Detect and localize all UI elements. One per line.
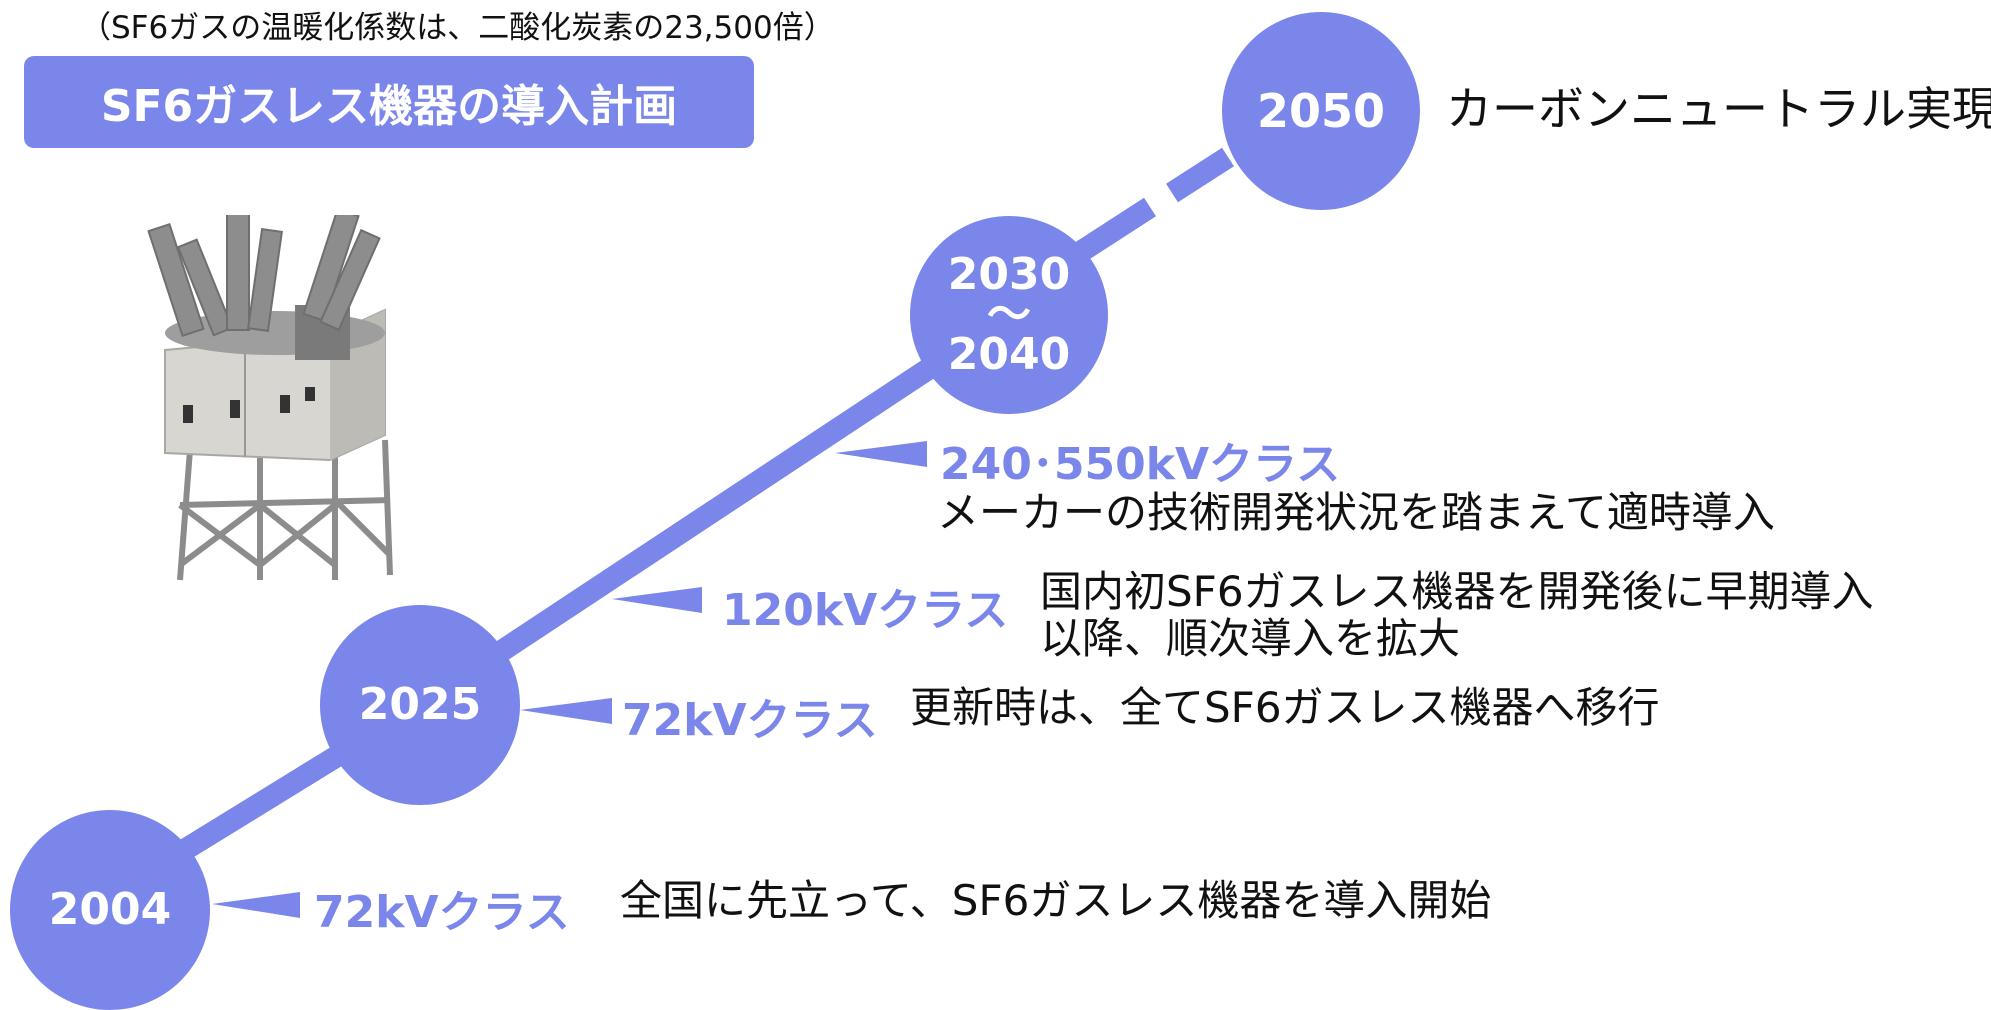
timeline-line-2025-2030: [413, 305, 1017, 715]
milestone-year-end: 2040: [947, 328, 1071, 380]
description-line: 以降、順次導入を拡大: [1040, 614, 1461, 664]
description-line: 更新時は、全てSF6ガスレス機器へ移行: [910, 683, 1660, 732]
milestone-year-start: 2030: [947, 249, 1071, 301]
pointer-2025: [520, 698, 612, 724]
milestone-year: 2050: [1256, 84, 1386, 138]
pointer-2004: [212, 892, 300, 918]
milestone-2030-2040: 2030 〜 2040: [910, 216, 1108, 414]
page-title: SF6ガスレス機器の導入計画: [24, 56, 754, 148]
description-line: メーカーの技術開発状況を踏まえて適時導入: [937, 488, 1775, 537]
description-120kv: 国内初SF6ガスレス機器を開発後に早期導入 以降、順次導入を拡大: [1040, 568, 1874, 662]
milestone-2004: 2004: [10, 810, 210, 1010]
milestone-year: 2025: [358, 679, 482, 730]
description-line: 全国に先立って、SF6ガスレス機器を導入開始: [620, 876, 1492, 925]
description-line: 国内初SF6ガスレス機器を開発後に早期導入: [1040, 567, 1874, 616]
class-label-120kv: 120kVクラス: [722, 585, 1009, 636]
pointer-120kv: [612, 587, 702, 613]
milestone-year: 2004: [48, 884, 172, 935]
pointer-240kv: [835, 441, 927, 467]
warming-factor-note: （SF6ガスの温暖化係数は、二酸化炭素の23,500倍）: [80, 10, 835, 46]
class-label-240-550kv: 240･550kVクラス: [940, 439, 1341, 490]
class-label-72kv-2025: 72kVクラス: [622, 695, 878, 746]
description-240-550kv: メーカーの技術開発状況を踏まえて適時導入: [937, 488, 1775, 538]
class-label-72kv-2004: 72kVクラス: [314, 887, 570, 938]
milestone-2025: 2025: [320, 605, 520, 805]
description-2025: 更新時は、全てSF6ガスレス機器へ移行: [910, 683, 1660, 733]
timeline-dash-2: [1166, 147, 1234, 203]
goal-carbon-neutral: カーボンニュートラル実現: [1446, 82, 1991, 136]
milestone-2050: 2050: [1222, 12, 1420, 210]
switchgear-illustration: [147, 215, 393, 581]
page-title-text: SF6ガスレス機器の導入計画: [100, 81, 678, 132]
milestone-year-separator: 〜: [987, 289, 1031, 341]
description-2004: 全国に先立って、SF6ガスレス機器を導入開始: [620, 876, 1491, 926]
